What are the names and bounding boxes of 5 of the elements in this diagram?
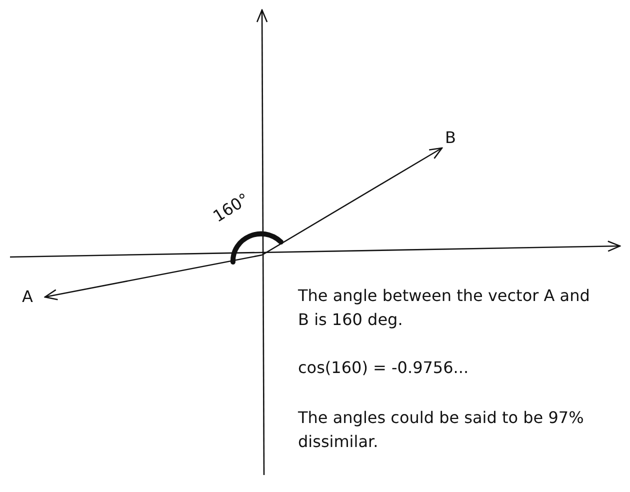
note-text: The angle between the vector A and B is 160 deg. (298, 285, 591, 331)
formula-text: cos(160) = -0.9756... (298, 357, 470, 379)
note-text: The angles could be said to be 97% dissimilar. (298, 407, 585, 453)
vector-label: A (22, 286, 33, 308)
vector-label: B (445, 127, 456, 149)
